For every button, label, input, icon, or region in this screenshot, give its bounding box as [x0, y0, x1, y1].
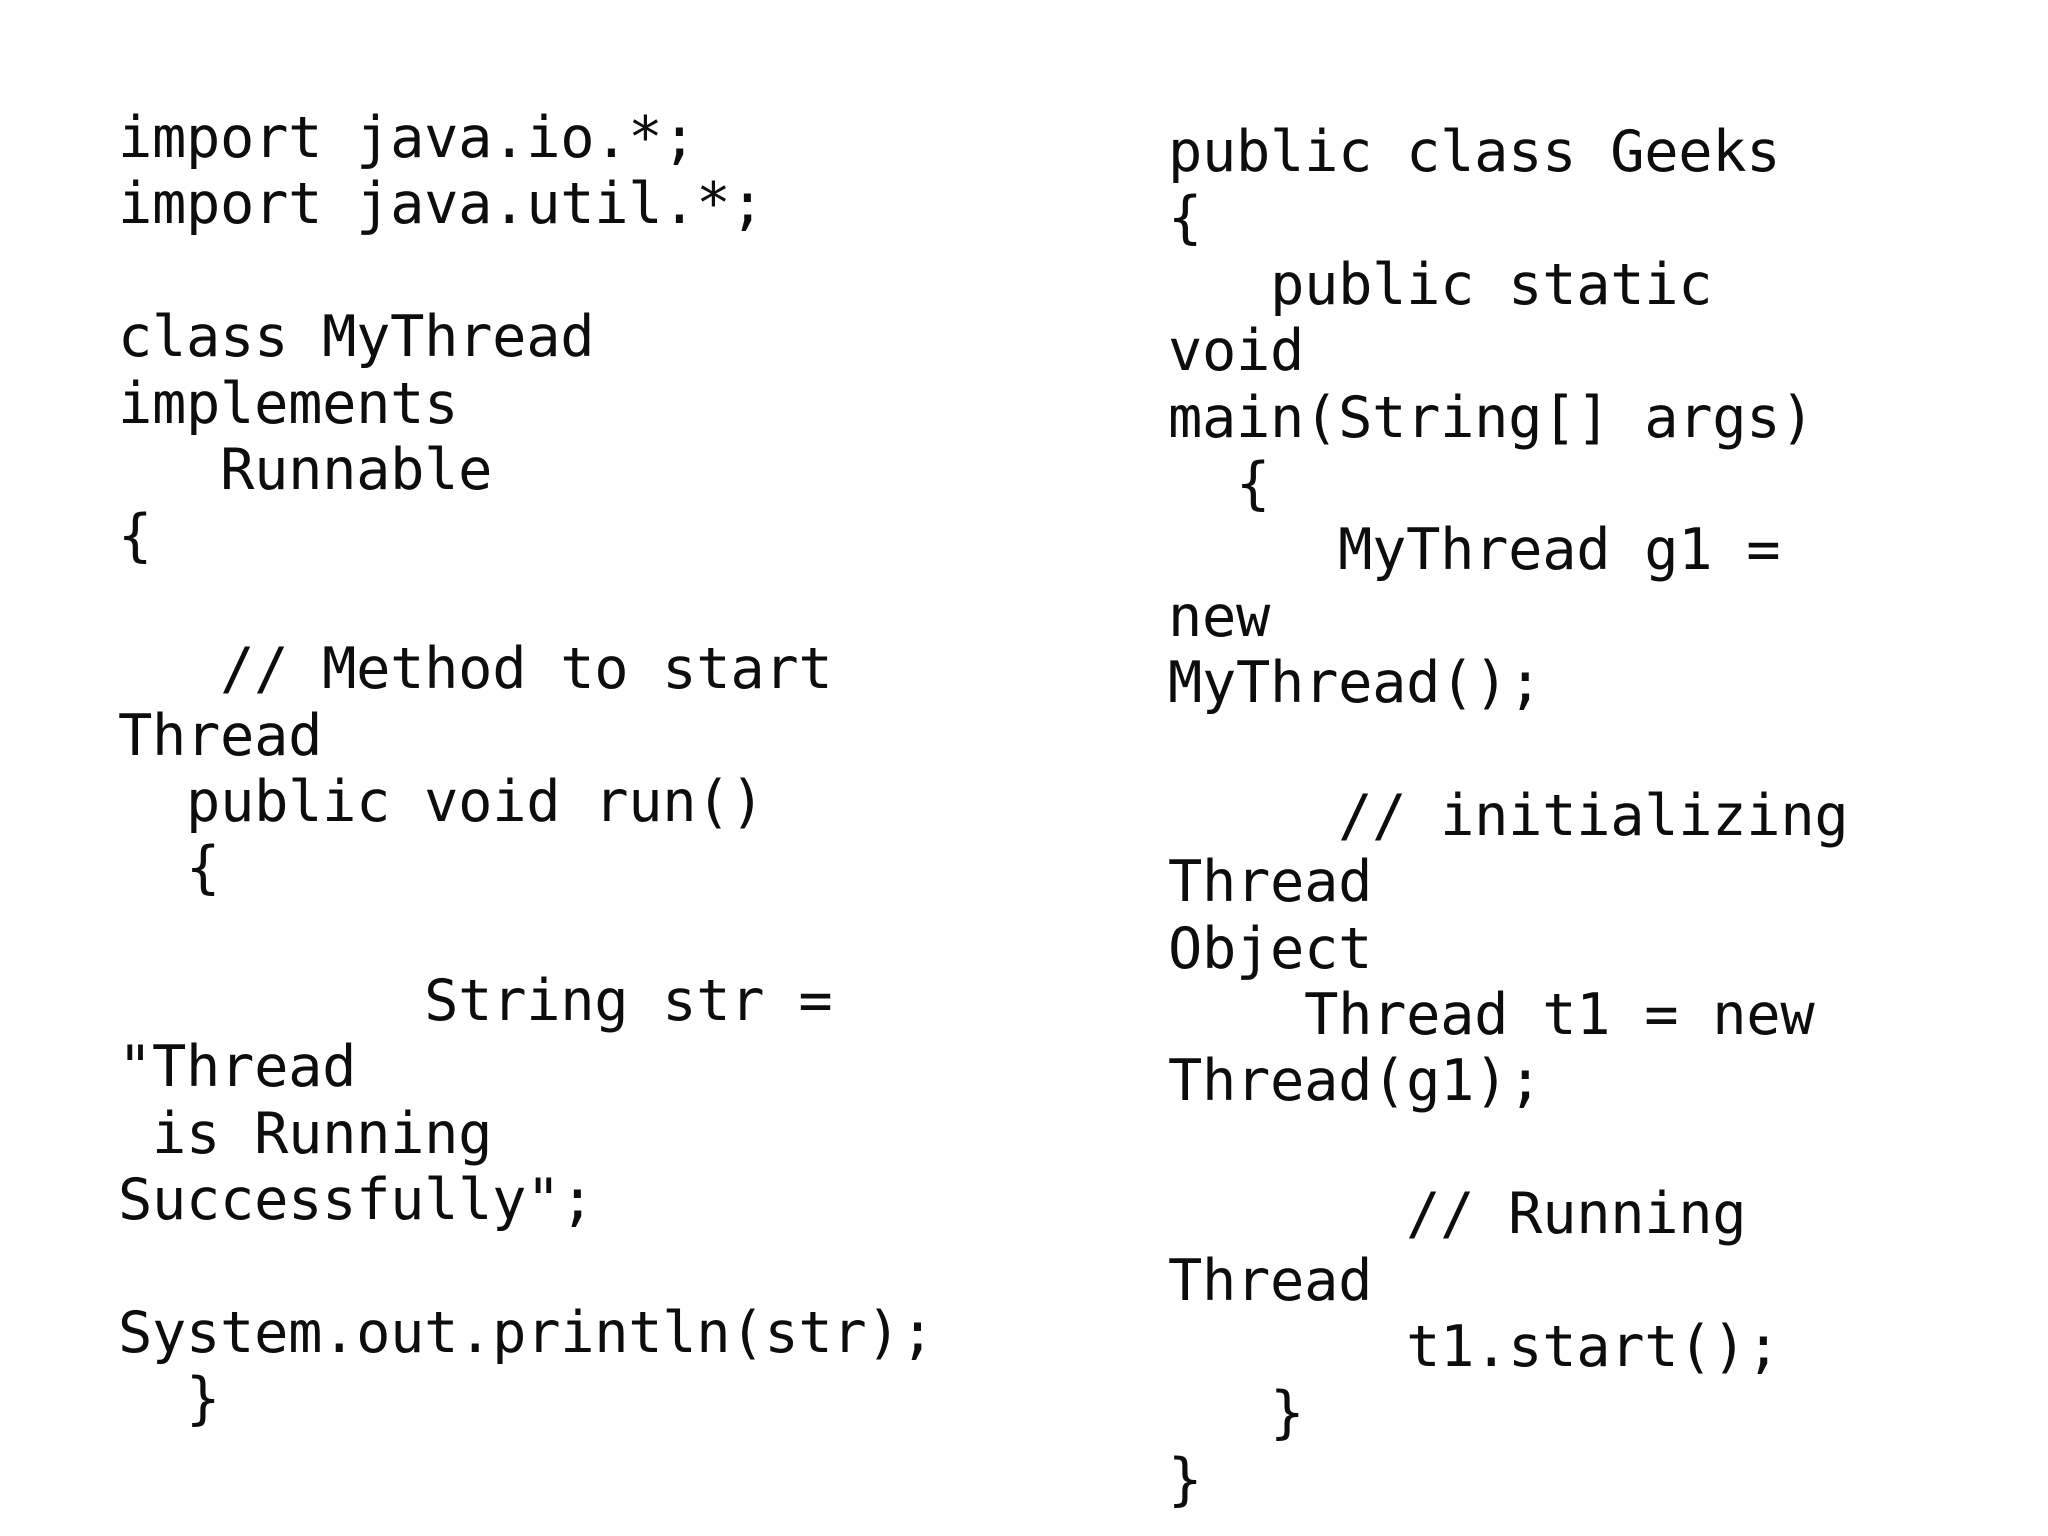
code-line: import java.util.*; — [118, 171, 765, 238]
code-line: is Running Successfully"; — [118, 1100, 595, 1234]
left-code-block: import java.io.*;import java.util.*; clas… — [118, 105, 935, 1536]
code-line: } — [118, 1366, 221, 1433]
code-line: public class Geeks — [1168, 119, 1781, 185]
code-line: public void run() — [118, 768, 765, 835]
code-line: { — [1168, 185, 1203, 252]
code-line: Object — [1168, 915, 1373, 982]
code-line: t1.start(); — [1168, 1314, 1781, 1381]
code-line: String str = "Thread — [118, 968, 867, 1101]
code-line: Thread t1 = new — [1168, 982, 1815, 1049]
code-blank-line — [118, 1433, 838, 1499]
code-blank-line — [118, 238, 838, 304]
code-line: // Method to start Thread — [118, 636, 867, 769]
code-line: { — [1168, 450, 1271, 517]
code-line: Thread(g1); — [1168, 1048, 1543, 1115]
code-line: public static void — [1168, 251, 1747, 385]
code-line: // Running Thread — [1168, 1181, 1781, 1314]
code-line: } — [1168, 1446, 1203, 1513]
code-line: MyThread g1 = new — [1168, 517, 1815, 650]
code-line: } — [1168, 1380, 1305, 1447]
code-line: System.out.println(str); — [118, 1233, 935, 1367]
code-blank-line — [118, 1499, 838, 1536]
code-blank-line — [118, 902, 838, 968]
code-line: { — [118, 835, 221, 902]
code-line: class MyThread implements — [118, 304, 629, 437]
code-blank-line — [118, 570, 838, 636]
code-line: main(String[] args) — [1168, 384, 1815, 451]
code-blank-line — [1168, 1115, 1868, 1181]
code-blank-line — [1168, 717, 1868, 783]
code-line: import java.io.*; — [118, 105, 697, 171]
code-line: // initializing Thread — [1168, 782, 1883, 916]
code-line: MyThread(); — [1168, 650, 1543, 717]
code-line: Runnable — [118, 436, 493, 503]
code-line: { — [118, 503, 153, 570]
